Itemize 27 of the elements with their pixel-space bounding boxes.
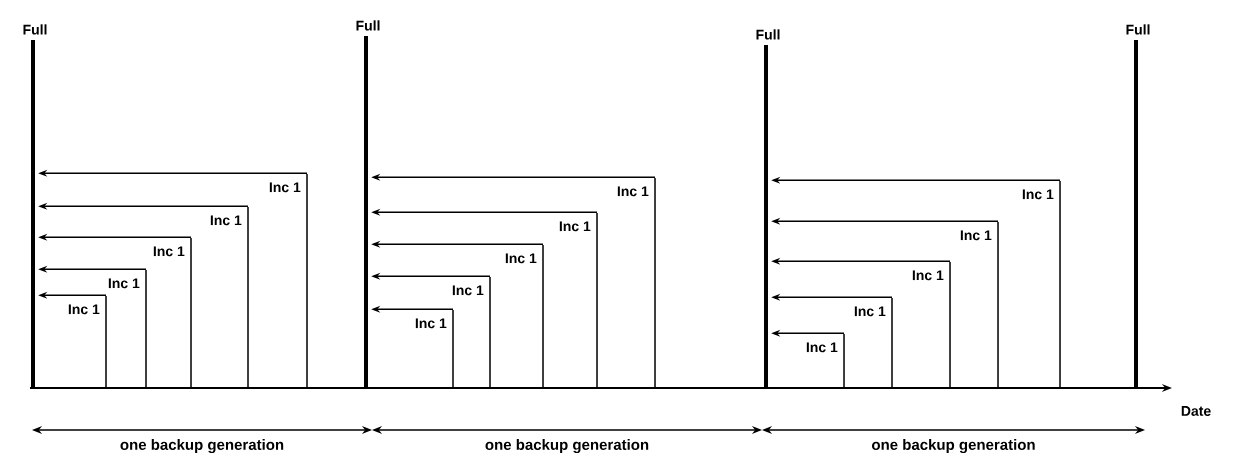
full-backup-bar: Full bbox=[756, 29, 780, 388]
incremental-backup-line: Inc 1 bbox=[559, 212, 598, 389]
axis-label: Date bbox=[1181, 406, 1211, 416]
dimension-label: one backup generation bbox=[120, 439, 284, 454]
node-label: Full bbox=[756, 29, 780, 40]
node-label: Full bbox=[23, 24, 47, 35]
incremental-backup-line: Inc 1 bbox=[617, 177, 656, 389]
incremental-backup-line: Inc 1 bbox=[1022, 180, 1061, 389]
dimension-label: one backup generation bbox=[872, 439, 1035, 454]
incremental-backup-line: Inc 1 bbox=[210, 206, 249, 389]
node-label: Full bbox=[1126, 24, 1150, 35]
incremental-backup-line: Inc 1 bbox=[505, 244, 544, 389]
incremental-backup-line: Inc 1 bbox=[960, 221, 999, 389]
incremental-backup-line: Inc 1 bbox=[806, 333, 845, 389]
dimension-label: one backup generation bbox=[485, 439, 649, 454]
incremental-backup-line: Inc 1 bbox=[68, 295, 107, 389]
incremental-backup-line: Inc 1 bbox=[153, 237, 192, 389]
incremental-backup-line: Inc 1 bbox=[854, 297, 893, 389]
full-backup-bar: Full bbox=[356, 20, 380, 388]
full-backup-bar: Full bbox=[1126, 24, 1150, 388]
incremental-backup-line: Inc 1 bbox=[108, 269, 147, 389]
full-backup-bar: Full bbox=[23, 24, 47, 388]
node-label: Full bbox=[356, 20, 380, 31]
incremental-backup-line: Inc 1 bbox=[415, 309, 454, 389]
incremental-backup-line: Inc 1 bbox=[269, 173, 308, 389]
incremental-backup-line: Inc 1 bbox=[912, 261, 951, 389]
incremental-backup-line: Inc 1 bbox=[452, 276, 491, 389]
